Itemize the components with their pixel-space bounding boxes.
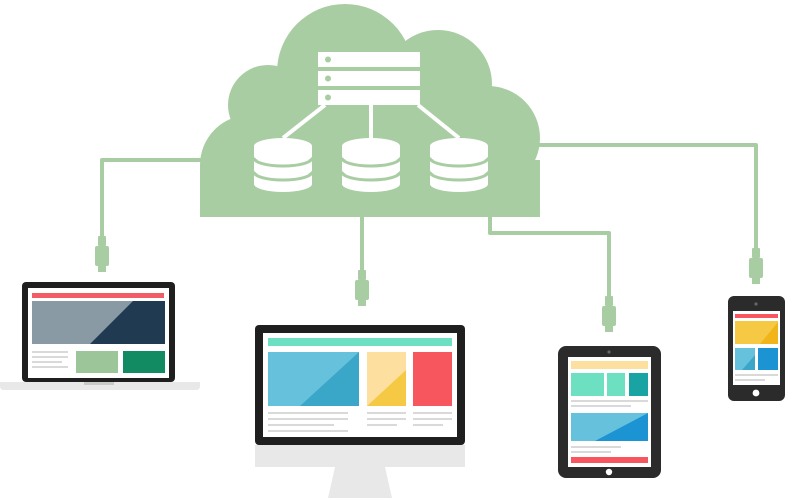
database-icon xyxy=(252,138,314,192)
database-icon xyxy=(428,138,490,192)
phone-device xyxy=(728,296,785,401)
usb-plug-icon xyxy=(602,296,616,332)
line-to-tablet xyxy=(488,205,611,300)
line-to-laptop xyxy=(100,158,215,240)
desktop-monitor-device xyxy=(255,325,465,498)
database-group xyxy=(252,138,490,192)
server-database-links xyxy=(281,103,461,140)
line-to-phone xyxy=(515,143,758,252)
usb-plug-icon xyxy=(355,270,369,306)
database-icon xyxy=(340,138,402,192)
server-rack-icon xyxy=(318,52,420,105)
connection-lines xyxy=(100,143,758,300)
laptop-device xyxy=(0,282,200,390)
tablet-device xyxy=(558,346,661,478)
usb-plug-icon xyxy=(749,248,763,284)
usb-plugs xyxy=(95,236,763,332)
usb-plug-icon xyxy=(95,236,109,272)
